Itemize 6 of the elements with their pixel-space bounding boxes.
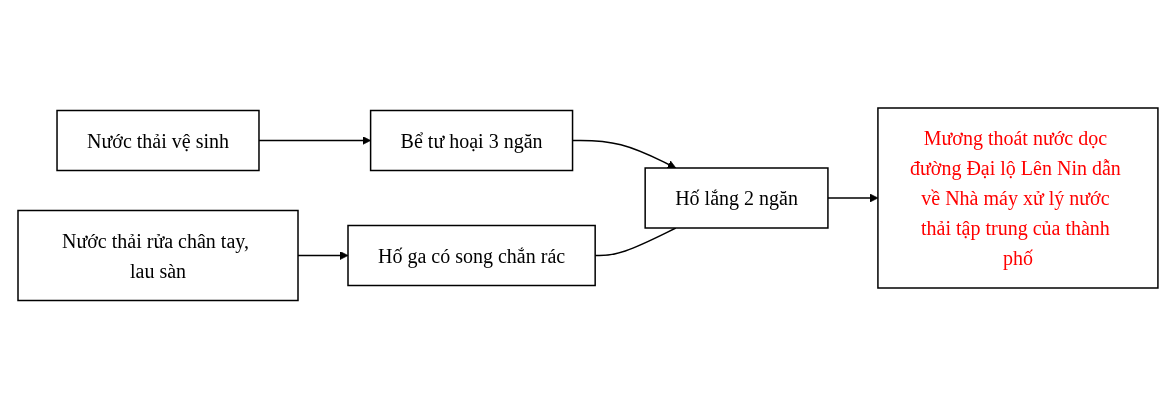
- node-box: Bể tư hoại 3 ngăn: [369, 109, 574, 171]
- node-box: Hố lắng 2 ngăn: [644, 167, 829, 229]
- node-box: Nước thải vệ sinh: [56, 109, 260, 171]
- node-box: Hố ga có song chắn rác: [347, 224, 596, 286]
- node-box: Mương thoát nước dọc đường Đại lộ Lên Nin dẫn về Nhà máy xử lý nước thải tập trung của thành phố: [877, 107, 1159, 289]
- node-box: Nước thải rửa chân tay, lau sàn: [17, 209, 299, 301]
